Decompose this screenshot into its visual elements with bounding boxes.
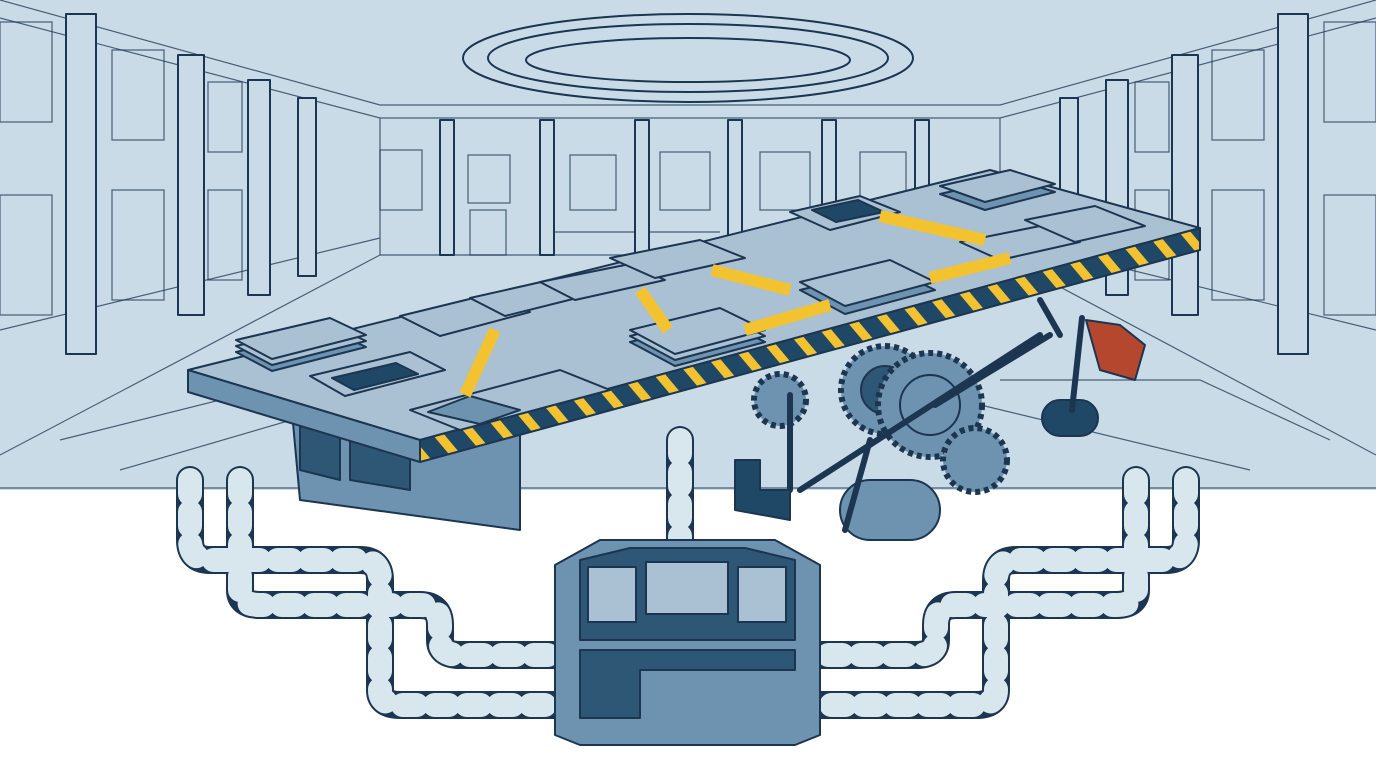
round-ceiling-light-icon (462, 13, 914, 103)
red-flag-icon (1069, 315, 1146, 413)
tilting-workflow-table-icon (187, 169, 1201, 531)
hazard-striped-pipe-icon (176, 426, 1200, 719)
gear-mechanism-icon (734, 297, 1099, 541)
yellow-flow-arrow-icon (459, 210, 1012, 398)
control-console-icon (554, 539, 821, 746)
document-stack-icon (235, 169, 1146, 431)
